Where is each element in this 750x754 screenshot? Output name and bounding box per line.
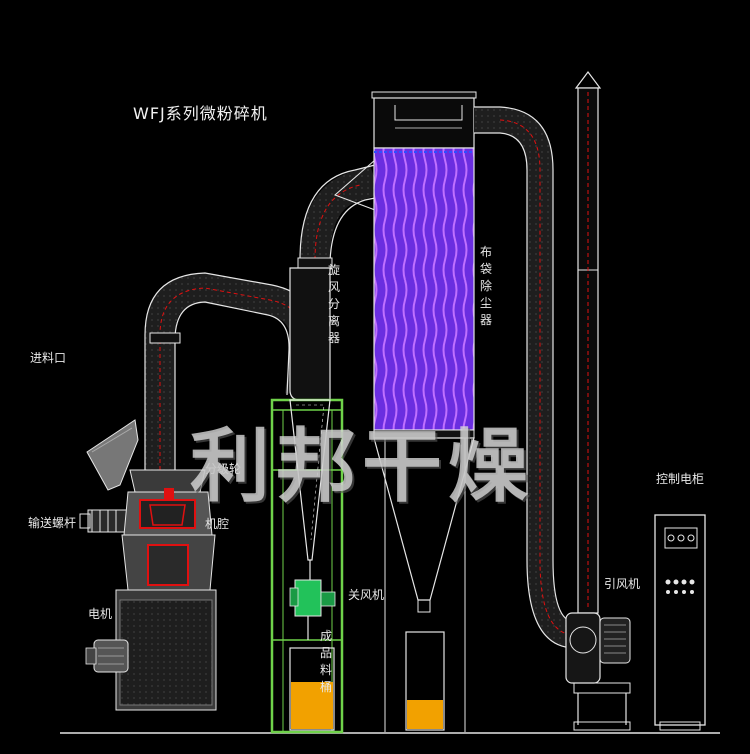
cyclone-separator [270,267,344,734]
cyclone-label: 旋风分离器 [328,263,341,345]
bag-filter-label: 布袋除尘器 [480,245,493,327]
diagram-title: WFJ系列微粉碎机 [133,104,268,123]
classifier-wheel-label: 分级轮 [205,462,242,476]
filter-to-fan-duct [474,106,577,649]
feed-inlet-label: 进料口 [30,351,67,365]
control-cabinet [654,514,706,731]
motor-label: 电机 [88,607,113,621]
airlock-valve [289,579,336,640]
pulverizer-mill [79,419,217,711]
screw-conveyor-label: 输送螺杆 [28,516,77,530]
airlock-label: 关风机 [348,588,385,602]
exhaust-stack [574,71,602,614]
control-cabinet-label: 控制电柜 [656,472,705,486]
bag-filter [371,91,477,732]
fan-label: 引风机 [604,577,641,591]
casing-label: 机腔 [205,517,230,531]
product-bucket-label: 成品料桶 [320,629,333,694]
cyclone-outlet-duct [297,158,380,269]
watermark: 利邦干燥 [190,419,534,513]
product-bucket [289,647,335,731]
induced-draft-fan [565,612,631,731]
